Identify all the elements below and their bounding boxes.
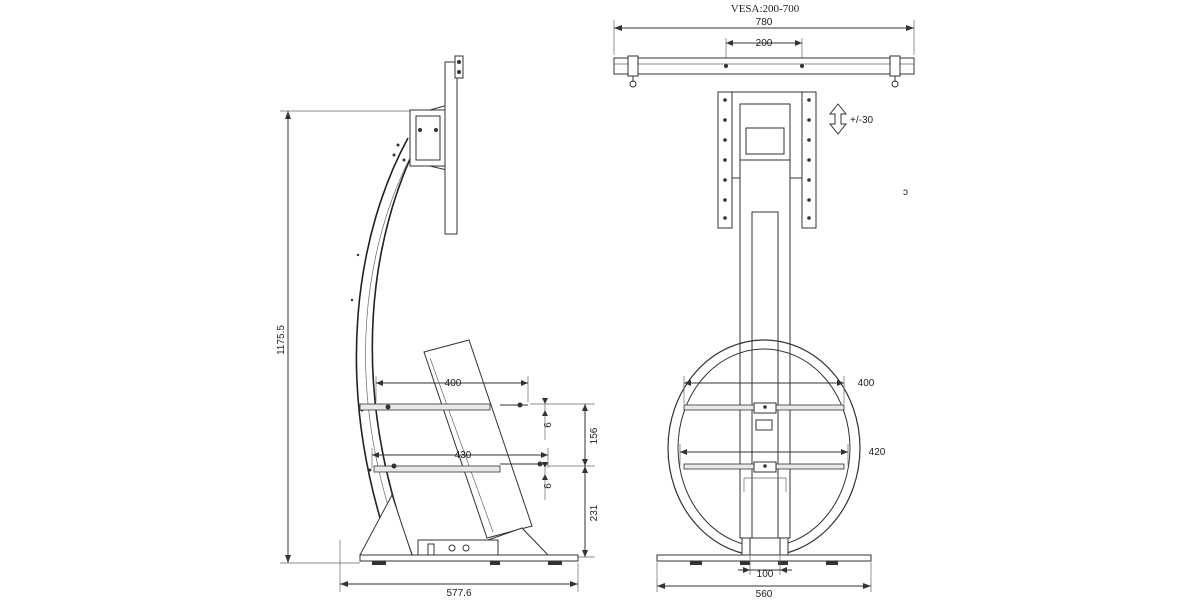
side-curved-column	[350, 137, 421, 556]
side-base	[359, 493, 579, 565]
side-monitor-bracket	[409, 55, 464, 235]
front-vesa-spacing-label: 200	[756, 38, 773, 49]
side-view: 1175.5	[276, 55, 600, 599]
front-bracket-width-dimension: 780	[613, 17, 915, 55]
front-base	[656, 537, 872, 565]
front-column-width-dimension: 100	[738, 556, 792, 580]
front-vesa-spacing-dimension: 200	[725, 38, 803, 62]
side-shelf-spacing-dimensions: 156 231	[530, 403, 600, 558]
front-upper-shelf	[683, 402, 845, 431]
side-lower-shelf-width-label: 430	[455, 450, 472, 461]
front-lower-shelf	[683, 461, 845, 492]
side-tilted-panel	[423, 339, 533, 539]
front-upper-shelf-width-label: 400	[858, 378, 875, 389]
front-lower-shelf-width-label: 420	[869, 447, 886, 458]
side-lower-shelf-thickness-label: 6	[543, 483, 554, 489]
side-lower-shelf-width-dimension: 430	[371, 448, 549, 468]
front-mounting-plate	[717, 91, 817, 229]
side-shelf-thickness-dimensions: 6 6	[542, 398, 554, 500]
front-monitor-bar	[613, 55, 915, 88]
up-down-arrow-icon	[828, 103, 848, 135]
front-height-adjust: +/-30	[828, 103, 874, 135]
side-upper-shelf-width-label: 400	[445, 378, 462, 389]
side-upper-shelf-width-dimension: 400	[375, 376, 529, 402]
front-bracket-width-label: 780	[756, 17, 773, 28]
front-upper-shelf-width-dimension: 400	[683, 376, 875, 404]
side-upper-shelf-thickness-label: 6	[543, 422, 554, 428]
front-view: VESA:200-700 780 200	[613, 3, 915, 600]
front-height-adjust-label: +/-30	[850, 115, 874, 126]
side-shelf-spacing-label: 156	[589, 427, 600, 444]
front-lower-shelf-width-dimension: 420	[679, 444, 886, 466]
side-height-label: 1175.5	[276, 325, 287, 355]
stray-mark: ɔ	[903, 187, 908, 198]
front-base-width-dimension: 560	[656, 562, 872, 600]
front-column-width-label: 100	[757, 569, 774, 580]
side-upper-shelf	[359, 402, 528, 411]
side-height-dimension: 1175.5	[276, 110, 420, 564]
side-lower-shelf	[373, 461, 548, 473]
front-base-width-label: 560	[756, 589, 773, 600]
side-depth-dimension: 577.6	[339, 540, 579, 599]
side-shelf-base-height-label: 231	[589, 504, 600, 521]
side-depth-label: 577.6	[446, 588, 471, 599]
front-vesa-label: VESA:200-700	[731, 3, 800, 15]
